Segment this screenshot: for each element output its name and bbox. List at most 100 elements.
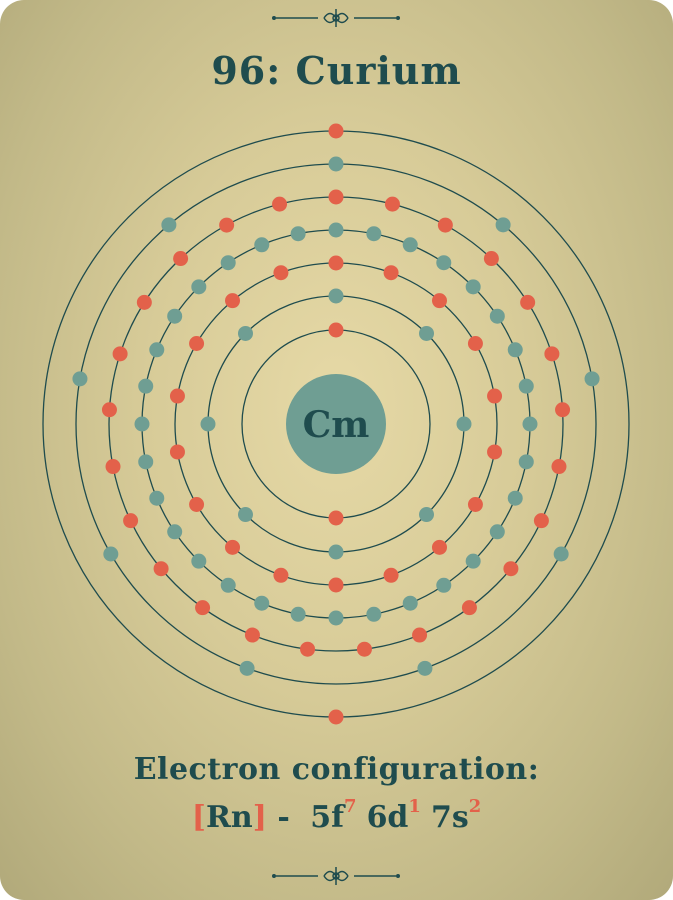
core-close-bracket: ] [252,800,267,835]
electron-shell-5 [112,346,128,362]
electron-shell-4 [366,226,382,242]
electron-shell-4 [149,490,165,506]
electron-shell-3 [189,497,205,512]
bottom-ornament [272,867,400,885]
electron-shell-2 [456,416,472,432]
electron-shell-1 [328,322,344,338]
electron-shell-3 [487,388,503,404]
electron-shell-5 [244,627,260,643]
electron-shell-2 [200,416,216,432]
electron-shell-5 [136,294,152,310]
electron-shell-5 [105,459,121,475]
electron-shell-4 [167,524,183,540]
electron-shell-4 [290,606,306,622]
core-symbol: Rn [205,800,253,835]
electron-shell-4 [402,595,418,611]
electron-shell-6 [161,217,177,233]
electron-shell-3 [169,388,185,404]
electron-shell-4 [436,577,452,593]
electron-shell-2 [237,507,253,523]
electron-shell-5 [153,561,169,577]
electron-shell-3 [273,567,289,583]
electron-shell-4 [328,222,344,238]
electron-shell-3 [431,293,447,309]
electron-shell-5 [123,513,139,529]
electron-shell-4 [220,577,236,593]
term-7s-base: 7s [430,800,469,835]
electron-shell-5 [533,513,549,529]
electron-shell-4 [138,454,154,470]
nucleus-symbol: Cm [303,404,370,446]
electron-shell-1 [328,510,344,526]
electron-shell-4 [191,553,207,569]
electron-shell-5 [384,196,400,212]
electron-shell-4 [489,524,505,540]
electron-shell-7 [328,709,344,725]
electron-shell-5 [272,196,288,212]
electron-shell-5 [356,641,372,657]
electron-shell-5 [461,600,477,616]
electron-shell-2 [328,544,344,560]
electron-shell-3 [328,577,344,593]
electron-shell-6 [553,546,569,562]
electron-shell-6 [72,371,88,387]
electron-shell-7 [328,123,344,139]
electron-shell-4 [220,255,236,271]
electron-shell-5 [551,459,567,475]
top-ornament [272,9,400,27]
electron-shell-4 [328,610,344,626]
electron-shell-4 [465,553,481,569]
electron-shell-6 [103,546,119,562]
electron-shell-5 [173,251,189,267]
electron-shell-6 [495,217,511,233]
electron-shell-6 [584,371,600,387]
electron-shell-4 [290,226,306,242]
electron-shell-5 [555,402,571,418]
electron-shell-4 [167,308,183,324]
term-5f: 5f7 [310,796,356,835]
electron-shell-4 [254,237,270,253]
electron-shell-4 [191,279,207,295]
electron-shell-2 [419,507,435,523]
electron-shell-3 [467,497,483,512]
electron-shell-5 [101,402,117,418]
electron-shell-4 [507,490,523,506]
term-6d-count: 1 [408,796,421,817]
electron-shell-4 [149,342,165,358]
nucleus [286,374,386,474]
electron-shell-4 [134,416,150,432]
electron-shell-2 [237,325,253,341]
core-open-bracket: [ [191,800,206,835]
electron-shell-3 [383,265,399,281]
electron-shell-4 [436,255,452,271]
electron-shell-3 [467,336,483,351]
electron-shell-4 [518,378,534,394]
electron-shell-3 [169,444,185,460]
electron-shell-6 [328,156,344,172]
term-7s: 7s2 [430,796,481,835]
electron-shell-5 [219,217,235,233]
electron-shell-6 [417,660,433,676]
electron-shell-5 [544,346,560,362]
separator: - [266,800,301,835]
electron-shell-4 [465,279,481,295]
electron-shell-6 [239,660,255,676]
electron-shell-3 [328,255,344,271]
term-5f-base: 5f [310,800,345,835]
electron-shell-5 [328,189,344,205]
configuration-label: Electron configuration: [133,752,540,787]
term-5f-count: 7 [344,796,357,817]
electron-shell-5 [300,641,316,657]
electron-shell-5 [412,627,428,643]
electron-shell-3 [487,444,503,460]
electron-shell-3 [225,539,241,555]
electron-shell-4 [518,454,534,470]
electron-shell-4 [138,378,154,394]
electron-shell-2 [328,288,344,304]
electron-shell-4 [254,595,270,611]
electron-shell-5 [195,600,211,616]
electron-shell-4 [522,416,538,432]
electron-shell-3 [431,539,447,555]
